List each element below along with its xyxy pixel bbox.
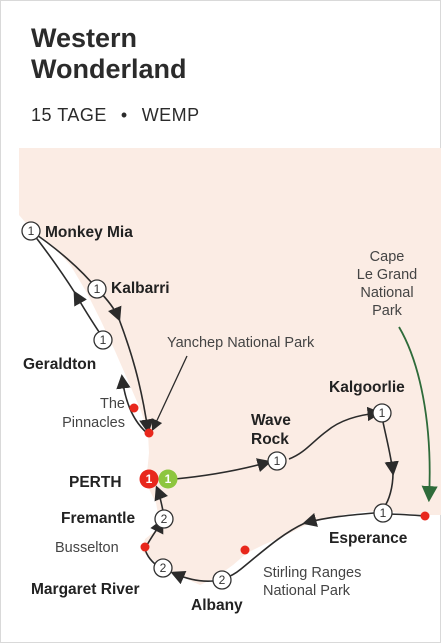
night-marker-geraldton: 1 [93, 330, 113, 350]
label-stirling-1: Stirling Ranges [263, 565, 361, 581]
label-busselton: Busselton [55, 540, 119, 556]
cape-le-grand-dot [420, 511, 430, 521]
night-marker-monkey-mia: 1 [21, 221, 41, 241]
label-esperance: Esperance [329, 530, 408, 547]
label-wave-rock-2: Rock [251, 431, 289, 448]
route-waverock-kalgoorlie [288, 406, 382, 460]
stirling-dot [240, 545, 250, 555]
label-fremantle: Fremantle [61, 510, 135, 527]
place-labels: Monkey Mia Kalbarri Geraldton The Pinnac… [23, 224, 417, 614]
label-margaret-river: Margaret River [31, 581, 140, 598]
night-marker-wave-rock: 1 [267, 451, 287, 471]
night-marker-albany: 2 [212, 570, 232, 590]
svg-text:1: 1 [165, 472, 172, 486]
night-marker-perth-end: 1 [158, 469, 178, 489]
meta-separator: • [120, 105, 128, 125]
tour-title-line-2: Wonderland [31, 54, 187, 84]
label-yanchep: Yanchep National Park [167, 335, 315, 351]
tour-title: Western Wonderland [31, 23, 187, 85]
svg-text:1: 1 [274, 454, 281, 468]
night-marker-margaret-river: 2 [153, 558, 173, 578]
label-stirling-2: National Park [263, 583, 351, 599]
night-marker-kalbarri: 1 [87, 279, 107, 299]
route-perth-waverock [174, 458, 272, 480]
label-cape-2: Le Grand [357, 267, 417, 283]
svg-text:1: 1 [380, 506, 387, 520]
svg-text:1: 1 [94, 282, 101, 296]
land-mass [19, 148, 441, 585]
route-return-perth [118, 318, 154, 434]
svg-text:2: 2 [161, 512, 168, 526]
label-kalbarri: Kalbarri [111, 280, 170, 297]
tour-meta: 15 TAGE • WEMP [31, 105, 200, 126]
svg-text:2: 2 [219, 573, 226, 587]
label-monkey-mia: Monkey Mia [45, 224, 133, 241]
pinnacles-dot [129, 403, 139, 413]
tour-title-line-1: Western [31, 23, 138, 53]
route-esperance-albany [302, 512, 375, 527]
route-kalgoorlie-esperance [382, 421, 399, 476]
label-cape-4: Park [372, 303, 403, 319]
svg-text:1: 1 [379, 406, 386, 420]
label-cape-1: Cape [370, 249, 405, 265]
route-fremantle-perth [154, 485, 168, 512]
svg-text:1: 1 [28, 224, 35, 238]
night-marker-fremantle: 2 [154, 509, 174, 529]
night-marker-kalgoorlie: 1 [372, 403, 392, 423]
label-pinnacles-2: Pinnacles [62, 415, 125, 431]
svg-text:2: 2 [160, 561, 167, 575]
label-pinnacles-1: The [100, 396, 125, 412]
tour-code: WEMP [141, 105, 200, 125]
label-cape-3: National [360, 285, 413, 301]
night-marker-esperance: 1 [373, 503, 393, 523]
tour-duration: 15 TAGE [31, 105, 107, 125]
svg-text:1: 1 [100, 333, 107, 347]
label-kalgoorlie: Kalgoorlie [329, 379, 405, 396]
night-markers: 1 1 1 1 1 1 2 [21, 221, 393, 590]
cape-arrow [398, 326, 438, 503]
route-albany-margaret [170, 571, 214, 585]
svg-text:1: 1 [146, 472, 153, 486]
label-perth: PERTH [69, 474, 122, 491]
label-geraldton: Geraldton [23, 356, 96, 373]
label-albany: Albany [191, 597, 243, 614]
label-wave-rock-1: Wave [251, 412, 291, 429]
busselton-dot [140, 542, 150, 552]
stop-markers [129, 403, 430, 555]
yanchep-dot [144, 428, 154, 438]
night-marker-perth-start: 1 [139, 469, 159, 489]
yanchep-leader-line [151, 355, 188, 432]
